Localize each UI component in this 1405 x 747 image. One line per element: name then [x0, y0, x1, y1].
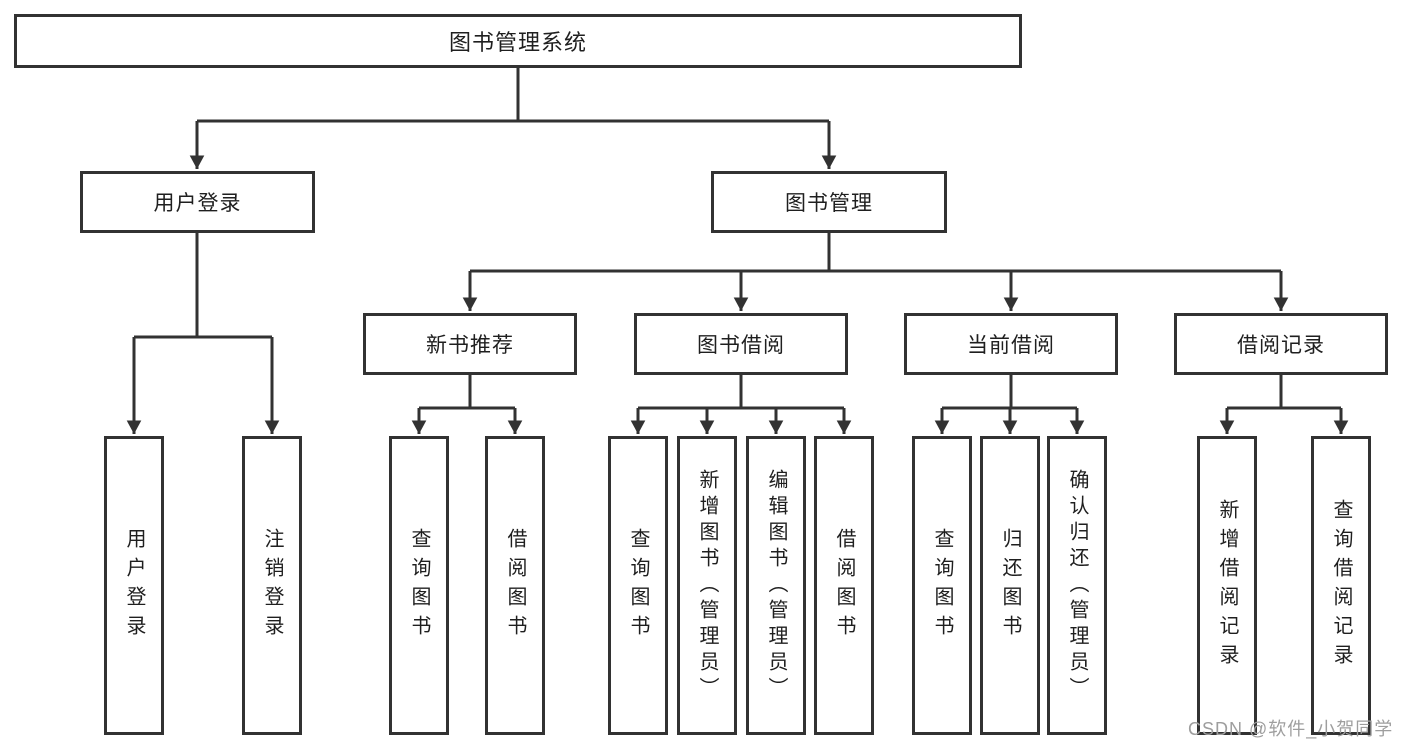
node-user-login: 用户登录 — [80, 171, 315, 233]
leaf-return-books: 归还图书 — [980, 436, 1040, 735]
leaf-label: 新增图书（管理员） — [696, 468, 718, 703]
leaf-label: 确认归还（管理员） — [1066, 468, 1088, 703]
node-current-borrowing: 当前借阅 — [904, 313, 1118, 375]
node-new-book-recommendation: 新书推荐 — [363, 313, 577, 375]
leaf-add-borrow-record: 新增借阅记录 — [1197, 436, 1257, 735]
leaf-borrow-books: 借阅图书 — [485, 436, 545, 735]
leaf-user-login: 用户登录 — [104, 436, 164, 735]
leaf-label: 用户登录 — [123, 527, 145, 644]
leaf-label: 归还图书 — [999, 527, 1021, 644]
leaf-label: 新增借阅记录 — [1216, 498, 1238, 673]
leaf-borrow-books: 借阅图书 — [814, 436, 874, 735]
node-library-management-system: 图书管理系统 — [14, 14, 1022, 68]
connector-skeleton — [134, 68, 1341, 410]
node-book-management: 图书管理 — [711, 171, 947, 233]
leaf-label: 查询图书 — [931, 527, 953, 644]
node-borrowing-records: 借阅记录 — [1174, 313, 1388, 375]
leaf-query-borrow-record: 查询借阅记录 — [1311, 436, 1371, 735]
leaf-query-books: 查询图书 — [912, 436, 972, 735]
leaf-label: 查询图书 — [627, 527, 649, 644]
leaf-label: 编辑图书（管理员） — [765, 468, 787, 703]
leaf-confirm-return-admin: 确认归还（管理员） — [1047, 436, 1107, 735]
leaf-logout: 注销登录 — [242, 436, 302, 735]
csdn-watermark: CSDN @软件_小贺同学 — [1188, 719, 1394, 739]
node-book-borrowing: 图书借阅 — [634, 313, 848, 375]
leaf-edit-book-admin: 编辑图书（管理员） — [746, 436, 806, 735]
leaf-label: 注销登录 — [261, 527, 283, 644]
leaf-add-book-admin: 新增图书（管理员） — [677, 436, 737, 735]
leaf-query-books: 查询图书 — [389, 436, 449, 735]
leaf-label: 借阅图书 — [504, 527, 526, 644]
leaf-query-books: 查询图书 — [608, 436, 668, 735]
leaf-label: 借阅图书 — [833, 527, 855, 644]
leaf-label: 查询图书 — [408, 527, 430, 644]
leaf-label: 查询借阅记录 — [1330, 498, 1352, 673]
